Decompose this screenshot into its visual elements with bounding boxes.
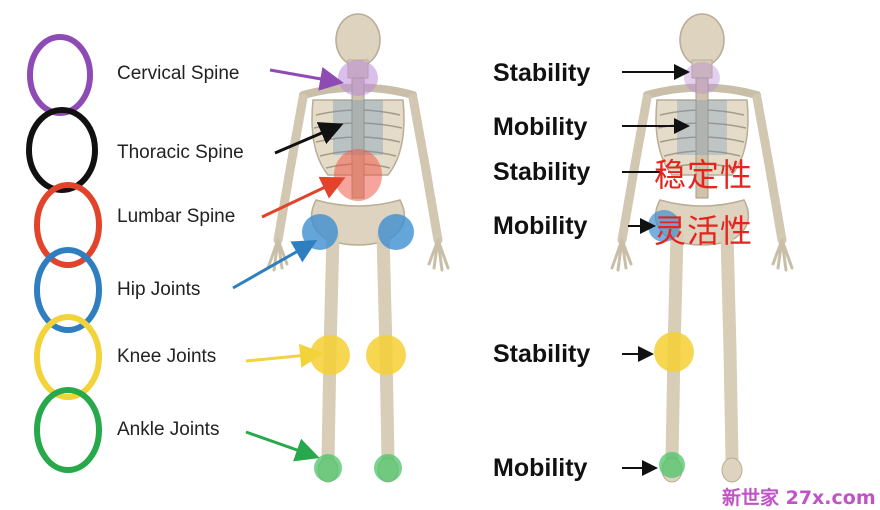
joint-chain-loops bbox=[26, 34, 102, 473]
loop-lumbar bbox=[34, 182, 102, 268]
label-knee-stability: Stability bbox=[493, 340, 591, 368]
loop-thoracic bbox=[26, 107, 98, 193]
label-thoracic-spine: Thoracic Spine bbox=[117, 142, 244, 163]
loop-hip bbox=[34, 247, 102, 333]
label-thoracic-mobility: Mobility bbox=[493, 113, 588, 141]
label-lumbar-stability: Stability bbox=[493, 158, 591, 186]
watermark: 新世家 27x.com bbox=[722, 487, 876, 509]
label-cervical-stability: Stability bbox=[493, 59, 591, 87]
left-arrows bbox=[232, 67, 346, 462]
skeleton-left bbox=[268, 14, 448, 482]
chinese-mobility-label: 灵活性 bbox=[654, 212, 754, 250]
loop-knee bbox=[34, 314, 102, 400]
right-arrows bbox=[622, 64, 690, 476]
label-lumbar-spine: Lumbar Spine bbox=[117, 206, 236, 227]
loop-ankle bbox=[34, 387, 102, 473]
label-hip-mobility: Mobility bbox=[493, 212, 588, 240]
label-knee-joints: Knee Joints bbox=[117, 346, 217, 367]
label-ankle-mobility: Mobility bbox=[493, 454, 588, 482]
label-cervical-spine: Cervical Spine bbox=[117, 63, 240, 84]
label-ankle-joints: Ankle Joints bbox=[117, 419, 220, 440]
loop-cervical bbox=[27, 34, 93, 116]
label-hip-joints: Hip Joints bbox=[117, 279, 201, 300]
chinese-stability-label: 稳定性 bbox=[654, 156, 754, 194]
